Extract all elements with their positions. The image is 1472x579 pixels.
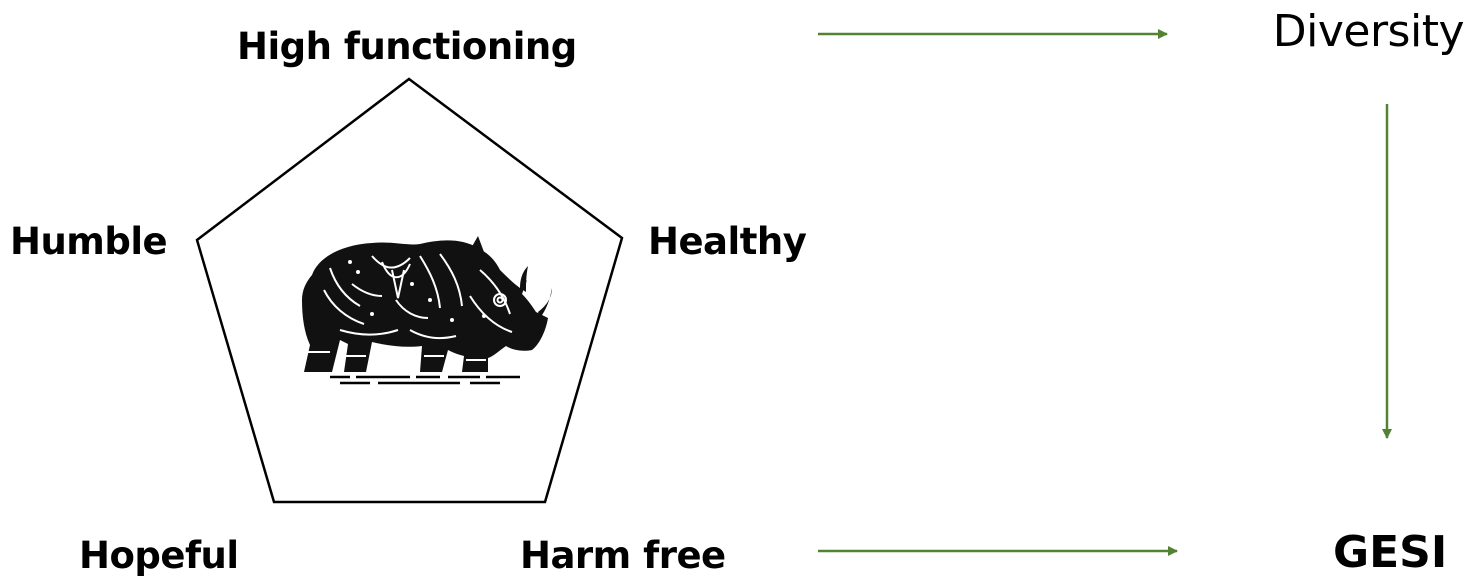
- rhino-icon: [302, 236, 552, 383]
- label-humble: Humble: [10, 223, 167, 260]
- label-hopeful: Hopeful: [79, 537, 239, 574]
- label-healthy: Healthy: [648, 223, 806, 260]
- label-gesi: GESI: [1333, 531, 1447, 575]
- label-high-functioning: High functioning: [237, 28, 577, 65]
- label-diversity: Diversity: [1273, 8, 1464, 56]
- label-harm-free: Harm free: [520, 537, 726, 574]
